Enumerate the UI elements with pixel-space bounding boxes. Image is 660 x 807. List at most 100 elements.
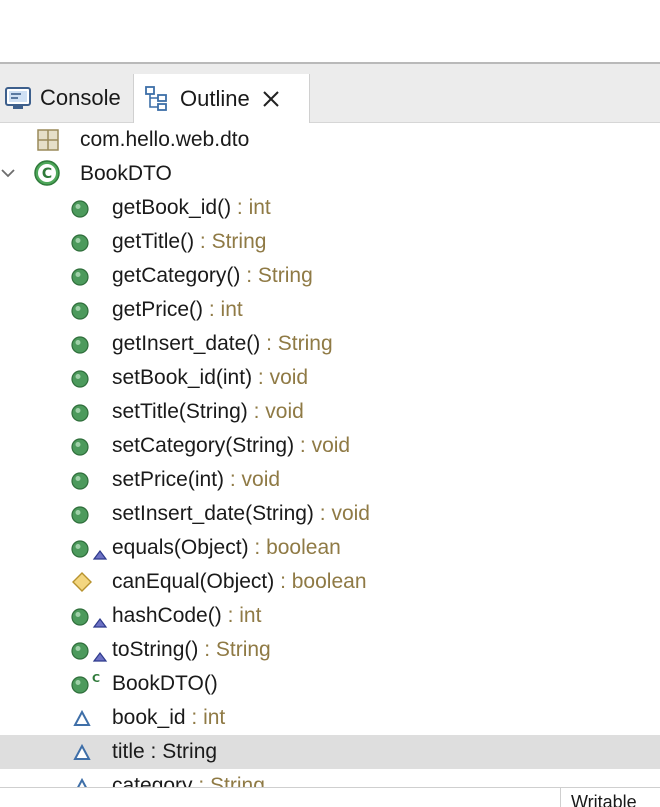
member-name: setPrice(int) xyxy=(112,468,225,491)
tree-item-member[interactable]: C BookDTO() xyxy=(0,667,660,701)
public-method-icon xyxy=(71,438,89,456)
package-icon xyxy=(37,129,59,151)
member-name: setBook_id(int) xyxy=(112,366,253,389)
member-name: title xyxy=(112,740,145,763)
class-icon: C xyxy=(34,160,60,186)
member-label: setCategory(String) : void xyxy=(112,434,350,458)
member-label: getBook_id() : int xyxy=(112,196,271,220)
member-label: setInsert_date(String) : void xyxy=(112,502,370,526)
member-name: hashCode() xyxy=(112,604,222,627)
public-method-icon xyxy=(71,404,89,422)
member-return-type: : void xyxy=(313,502,370,525)
member-return-type: : int xyxy=(231,196,271,219)
constructor-icon: C xyxy=(71,672,100,694)
member-return-type: : int xyxy=(221,604,262,627)
public-method-icon xyxy=(71,268,89,286)
member-label: book_id : int xyxy=(112,706,225,730)
member-name: equals(Object) xyxy=(112,536,249,559)
tab-console[interactable]: Console xyxy=(0,74,132,122)
member-name: setInsert_date(String) xyxy=(112,502,314,525)
tree-item-member[interactable]: title : String xyxy=(0,735,660,769)
class-label: BookDTO xyxy=(80,162,172,185)
status-writable: Writable xyxy=(560,788,660,807)
member-return-type: : void xyxy=(294,434,351,457)
member-return-type: : boolean xyxy=(248,536,341,559)
member-name: setCategory(String) xyxy=(112,434,295,457)
member-return-type: : String xyxy=(198,638,271,661)
tree-item-member[interactable]: toString() : String xyxy=(0,633,660,667)
member-return-type: : String xyxy=(194,230,267,253)
tree-item-member[interactable]: hashCode() : int xyxy=(0,599,660,633)
tree-item-package[interactable]: com.hello.web.dto xyxy=(0,123,660,157)
member-label: setPrice(int) : void xyxy=(112,468,280,492)
member-name: getInsert_date() xyxy=(112,332,261,355)
console-icon xyxy=(5,87,31,109)
public-method-icon xyxy=(71,200,89,218)
member-label: canEqual(Object) : boolean xyxy=(112,570,367,594)
member-name: getCategory() xyxy=(112,264,241,287)
member-return-type: : void xyxy=(252,366,309,389)
tree-item-class[interactable]: C BookDTO xyxy=(0,157,660,191)
member-label: getInsert_date() : String xyxy=(112,332,333,356)
tree-item-member[interactable]: equals(Object) : boolean xyxy=(0,531,660,565)
svg-text:C: C xyxy=(42,166,52,182)
tab-console-label: Console xyxy=(40,85,121,110)
member-label: hashCode() : int xyxy=(112,604,261,628)
tree-item-member[interactable]: setTitle(String) : void xyxy=(0,395,660,429)
public-method-icon xyxy=(71,302,89,320)
public-method-icon xyxy=(71,370,89,388)
private-field-icon xyxy=(73,743,91,760)
outline-icon xyxy=(145,85,167,111)
tree-item-member[interactable]: getCategory() : String xyxy=(0,259,660,293)
member-label: getTitle() : String xyxy=(112,230,266,254)
member-return-type: : String xyxy=(240,264,313,287)
member-name: canEqual(Object) xyxy=(112,570,275,593)
member-label: BookDTO() xyxy=(112,672,218,696)
member-name: toString() xyxy=(112,638,199,661)
tab-outline[interactable]: Outline xyxy=(133,74,310,123)
member-return-type: : String xyxy=(144,740,218,763)
member-label: setBook_id(int) : void xyxy=(112,366,308,390)
override-method-icon xyxy=(71,642,108,662)
member-return-type: : int xyxy=(203,298,243,321)
member-return-type: : void xyxy=(247,400,304,423)
member-return-type: : int xyxy=(185,706,226,729)
private-field-icon xyxy=(73,709,91,726)
tree-item-member[interactable]: setInsert_date(String) : void xyxy=(0,497,660,531)
member-label: setTitle(String) : void xyxy=(112,400,304,424)
status-bar: Writable xyxy=(0,787,660,807)
member-return-type: : String xyxy=(260,332,333,355)
public-method-icon xyxy=(71,234,89,252)
tree-item-member[interactable]: canEqual(Object) : boolean xyxy=(0,565,660,599)
chevron-down-icon[interactable] xyxy=(0,165,16,181)
public-method-icon xyxy=(71,472,89,490)
tab-outline-label: Outline xyxy=(180,85,250,111)
tree-item-member[interactable]: getPrice() : int xyxy=(0,293,660,327)
tree-item-member[interactable]: setCategory(String) : void xyxy=(0,429,660,463)
member-name: getBook_id() xyxy=(112,196,232,219)
close-icon[interactable] xyxy=(260,88,282,110)
tree-item-member[interactable]: setBook_id(int) : void xyxy=(0,361,660,395)
member-name: book_id xyxy=(112,706,186,729)
view-tab-bar: Console Outline xyxy=(0,64,660,123)
member-label: toString() : String xyxy=(112,638,271,662)
editor-area xyxy=(0,0,660,62)
public-method-icon xyxy=(71,336,89,354)
member-return-type: : boolean xyxy=(274,570,367,593)
tree-item-member[interactable]: setPrice(int) : void xyxy=(0,463,660,497)
tree-item-member[interactable]: book_id : int xyxy=(0,701,660,735)
member-name: getPrice() xyxy=(112,298,204,321)
member-label: equals(Object) : boolean xyxy=(112,536,341,560)
member-label: title : String xyxy=(112,740,217,764)
member-label: getCategory() : String xyxy=(112,264,313,288)
tree-item-member[interactable]: getBook_id() : int xyxy=(0,191,660,225)
member-name: BookDTO() xyxy=(112,672,218,695)
tree-item-member[interactable]: getTitle() : String xyxy=(0,225,660,259)
override-method-icon xyxy=(71,608,108,628)
package-label: com.hello.web.dto xyxy=(80,128,250,151)
panel-divider[interactable] xyxy=(0,62,660,64)
tree-item-member[interactable]: getInsert_date() : String xyxy=(0,327,660,361)
override-method-icon xyxy=(71,540,108,560)
public-method-icon xyxy=(71,506,89,524)
protected-method-icon xyxy=(72,572,92,592)
